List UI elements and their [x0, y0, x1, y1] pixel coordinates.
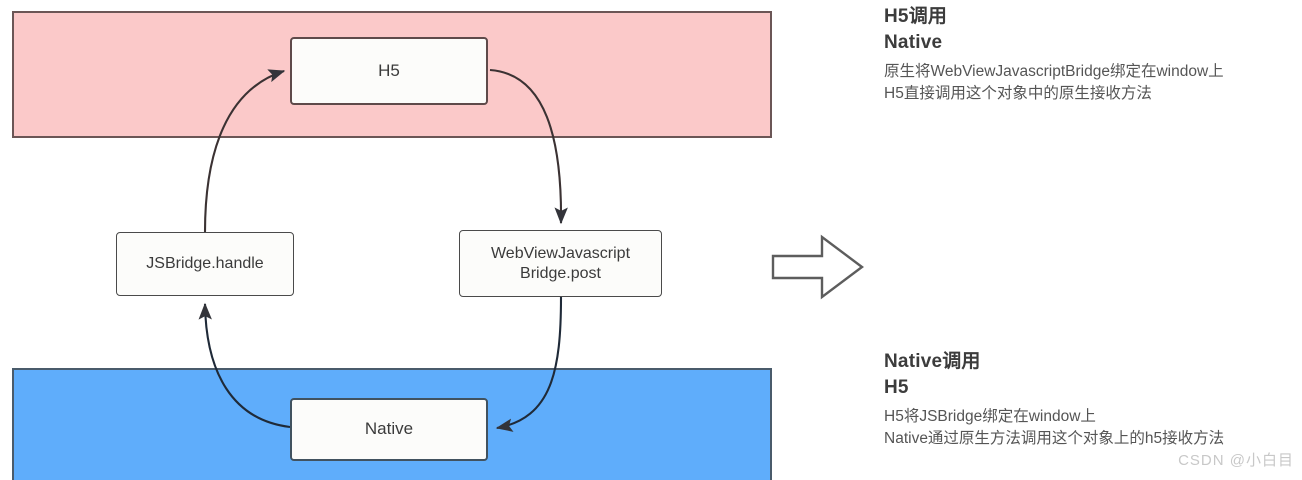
note-native-calls-h5: Native调用 H5 H5将JSBridge绑定在window上 Native…: [884, 349, 1294, 450]
flow-diagram: H5 JSBridge.handle WebViewJavascript Bri…: [12, 11, 772, 480]
node-h5: H5: [290, 37, 488, 105]
note-bottom-body: H5将JSBridge绑定在window上 Native通过原生方法调用这个对象…: [884, 406, 1294, 450]
note-top-body-line1: 原生将WebViewJavascriptBridge绑定在window上: [884, 63, 1224, 81]
node-h5-label: H5: [378, 60, 400, 80]
note-top-heading: H5调用 Native: [884, 4, 1294, 55]
note-bottom-body-line2: Native通过原生方法调用这个对象上的h5接收方法: [884, 430, 1225, 448]
node-jsbridge-handle: JSBridge.handle: [116, 232, 294, 296]
node-wvjb-post-line1: WebViewJavascript: [490, 244, 631, 262]
note-bottom-body-line1: H5将JSBridge绑定在window上: [884, 408, 1096, 426]
node-wvjb-post-label: WebViewJavascript Bridge.post: [491, 244, 630, 283]
note-top-body-line2: H5直接调用这个对象中的原生接收方法: [884, 85, 1152, 103]
node-wvjb-post-line2: Bridge.post: [520, 264, 601, 282]
note-bottom-heading: Native调用 H5: [884, 349, 1294, 400]
notes-panel: H5调用 Native 原生将WebViewJavascriptBridge绑定…: [884, 0, 1302, 476]
node-native-label: Native: [364, 419, 414, 439]
right-arrow-icon: [771, 234, 864, 300]
note-top-body: 原生将WebViewJavascriptBridge绑定在window上 H5直…: [884, 61, 1294, 105]
node-native: Native: [290, 398, 488, 461]
note-top-heading-line1: H5调用: [884, 6, 948, 27]
note-top-heading-line2: Native: [884, 31, 943, 53]
node-jsbridge-handle-label: JSBridge.handle: [146, 255, 264, 273]
note-bottom-heading-line1: Native调用: [884, 351, 981, 372]
node-webviewjavascriptbridge-post: WebViewJavascript Bridge.post: [459, 230, 662, 297]
note-h5-calls-native: H5调用 Native 原生将WebViewJavascriptBridge绑定…: [884, 4, 1294, 105]
csdn-watermark: CSDN @小白目: [1178, 452, 1294, 469]
note-bottom-heading-line2: H5: [884, 376, 909, 398]
